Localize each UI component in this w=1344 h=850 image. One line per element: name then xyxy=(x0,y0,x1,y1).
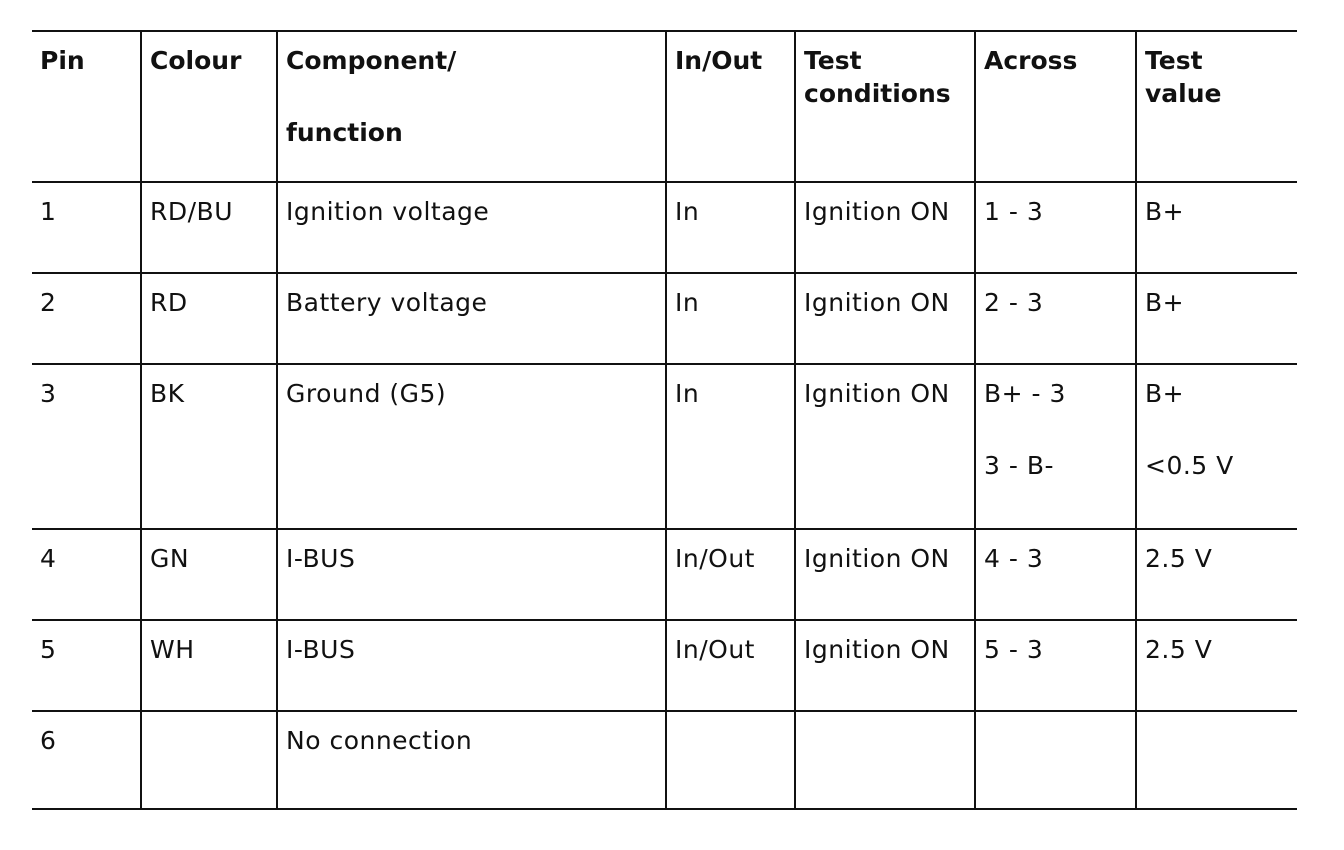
cell-pin: 2 xyxy=(32,272,141,365)
cell-test-conditions: Ignition ON xyxy=(794,363,975,530)
table-row: 1 RD/BU Ignition voltage In Ignition ON … xyxy=(32,181,1297,274)
cell-across xyxy=(974,710,1136,810)
cell-test-value: B+ xyxy=(1135,181,1297,274)
cell-colour: RD xyxy=(140,272,277,365)
cell-test-value xyxy=(1135,710,1297,810)
header-test-value: Test value xyxy=(1135,30,1297,183)
cell-in-out xyxy=(665,710,795,810)
cell-component: No connection xyxy=(276,710,666,810)
table-row: 4 GN I-BUS In/Out Ignition ON 4 - 3 2.5 … xyxy=(32,528,1297,621)
cell-test-conditions: Ignition ON xyxy=(794,528,975,621)
cell-pin: 6 xyxy=(32,710,141,810)
cell-colour xyxy=(140,710,277,810)
cell-across: 1 - 3 xyxy=(974,181,1136,274)
cell-in-out: In/Out xyxy=(665,528,795,621)
cell-in-out: In xyxy=(665,181,795,274)
table-row: 6 No connection xyxy=(32,710,1297,810)
pin-assignment-table: Pin Colour Component/ function In/Out Te… xyxy=(32,30,1297,810)
header-in-out: In/Out xyxy=(665,30,795,183)
cell-test-conditions: Ignition ON xyxy=(794,272,975,365)
cell-test-conditions: Ignition ON xyxy=(794,619,975,712)
header-colour: Colour xyxy=(140,30,277,183)
cell-test-conditions xyxy=(794,710,975,810)
cell-pin: 5 xyxy=(32,619,141,712)
cell-pin: 4 xyxy=(32,528,141,621)
cell-component: Ignition voltage xyxy=(276,181,666,274)
table-row: 3 BK Ground (G5) In Ignition ON B+ - 3 3… xyxy=(32,363,1297,530)
cell-test-value: B+ xyxy=(1135,272,1297,365)
cell-pin: 3 xyxy=(32,363,141,530)
cell-across: 4 - 3 xyxy=(974,528,1136,621)
cell-across: 5 - 3 xyxy=(974,619,1136,712)
header-across: Across xyxy=(974,30,1136,183)
cell-in-out: In xyxy=(665,363,795,530)
cell-test-value: 2.5 V xyxy=(1135,528,1297,621)
cell-test-conditions: Ignition ON xyxy=(794,181,975,274)
table-row: 2 RD Battery voltage In Ignition ON 2 - … xyxy=(32,272,1297,365)
cell-test-value: B+ <0.5 V xyxy=(1135,363,1297,530)
cell-colour: BK xyxy=(140,363,277,530)
cell-across: 2 - 3 xyxy=(974,272,1136,365)
cell-component: I-BUS xyxy=(276,528,666,621)
cell-colour: WH xyxy=(140,619,277,712)
cell-component: Battery voltage xyxy=(276,272,666,365)
cell-pin: 1 xyxy=(32,181,141,274)
table-row: 5 WH I-BUS In/Out Ignition ON 5 - 3 2.5 … xyxy=(32,619,1297,712)
cell-test-value: 2.5 V xyxy=(1135,619,1297,712)
table-header-row: Pin Colour Component/ function In/Out Te… xyxy=(32,30,1297,183)
header-test-conditions: Test conditions xyxy=(794,30,975,183)
header-component-function: Component/ function xyxy=(276,30,666,183)
cell-colour: RD/BU xyxy=(140,181,277,274)
cell-across: B+ - 3 3 - B- xyxy=(974,363,1136,530)
cell-colour: GN xyxy=(140,528,277,621)
cell-in-out: In xyxy=(665,272,795,365)
cell-component: I-BUS xyxy=(276,619,666,712)
cell-component: Ground (G5) xyxy=(276,363,666,530)
cell-in-out: In/Out xyxy=(665,619,795,712)
header-pin: Pin xyxy=(32,30,141,183)
